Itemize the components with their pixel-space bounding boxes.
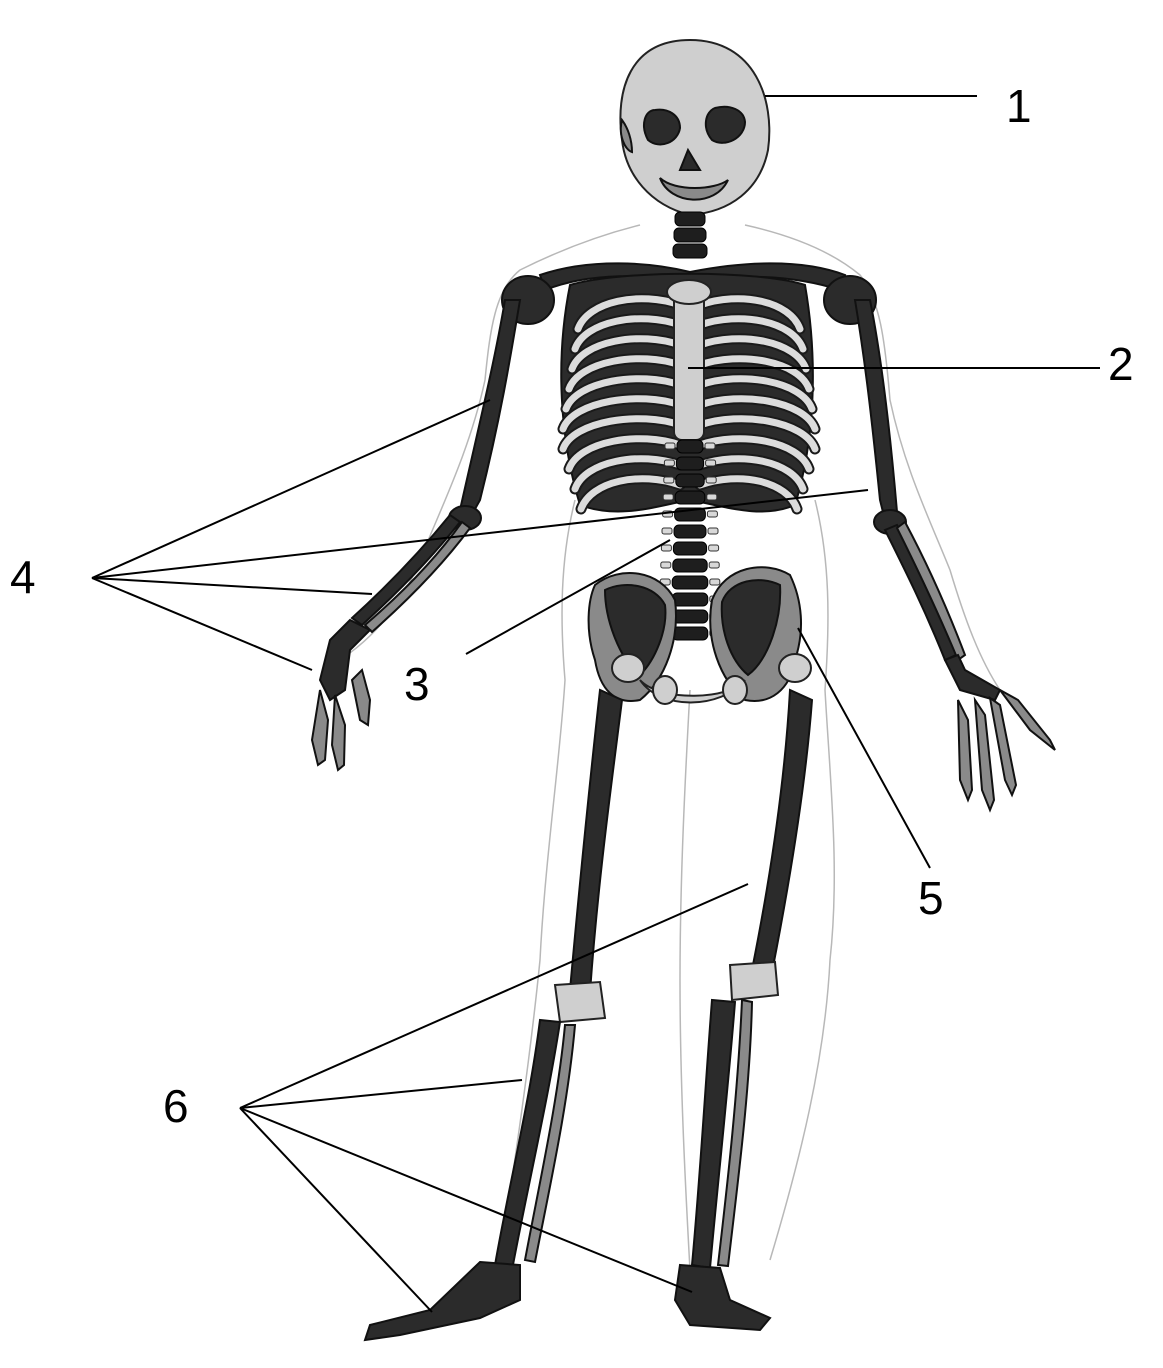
callout-2: 2 xyxy=(1108,338,1134,390)
cervical-spine xyxy=(673,212,707,258)
vertebra xyxy=(672,576,708,589)
vertebral-process xyxy=(706,460,716,466)
vertebral-process xyxy=(710,579,720,585)
vertebral-process xyxy=(708,528,718,534)
vertebral-process xyxy=(665,443,675,449)
vertebral-process xyxy=(664,460,674,466)
leader-4b xyxy=(92,490,868,578)
skull xyxy=(620,40,769,215)
leader-4c xyxy=(92,578,372,594)
vertebra xyxy=(675,491,705,504)
vertebra xyxy=(676,474,704,487)
vertebral-process xyxy=(709,562,719,568)
vertebra xyxy=(672,610,708,623)
vertebra xyxy=(676,457,703,470)
vertebra xyxy=(673,559,707,572)
vertebral-process xyxy=(661,545,671,551)
callout-4: 4 xyxy=(10,551,36,603)
leg-right xyxy=(675,690,812,1330)
vertebral-process xyxy=(664,477,674,483)
callout-3: 3 xyxy=(404,658,430,710)
arm-right xyxy=(855,300,1055,810)
vertebral-process xyxy=(662,528,672,534)
leader-5 xyxy=(798,628,930,868)
vertebra xyxy=(673,542,706,555)
leader-6a xyxy=(240,884,748,1108)
callout-5: 5 xyxy=(918,872,944,924)
leader-6c xyxy=(240,1108,432,1312)
vertebra xyxy=(674,525,706,538)
vertebral-process xyxy=(707,494,717,500)
leader-6d xyxy=(240,1108,692,1292)
vertebral-process xyxy=(707,511,717,517)
leader-6b xyxy=(240,1080,522,1108)
callout-6: 6 xyxy=(163,1080,189,1132)
vertebral-process xyxy=(663,494,673,500)
vertebra xyxy=(672,593,708,606)
vertebral-process xyxy=(661,562,671,568)
leader-4d xyxy=(92,578,312,670)
vertebral-process xyxy=(709,545,719,551)
vertebra xyxy=(672,627,708,640)
vertebral-process xyxy=(705,443,715,449)
callout-1: 1 xyxy=(1006,80,1032,132)
vertebral-process xyxy=(706,477,716,483)
leg-left xyxy=(365,690,622,1340)
vertebra xyxy=(677,440,703,453)
